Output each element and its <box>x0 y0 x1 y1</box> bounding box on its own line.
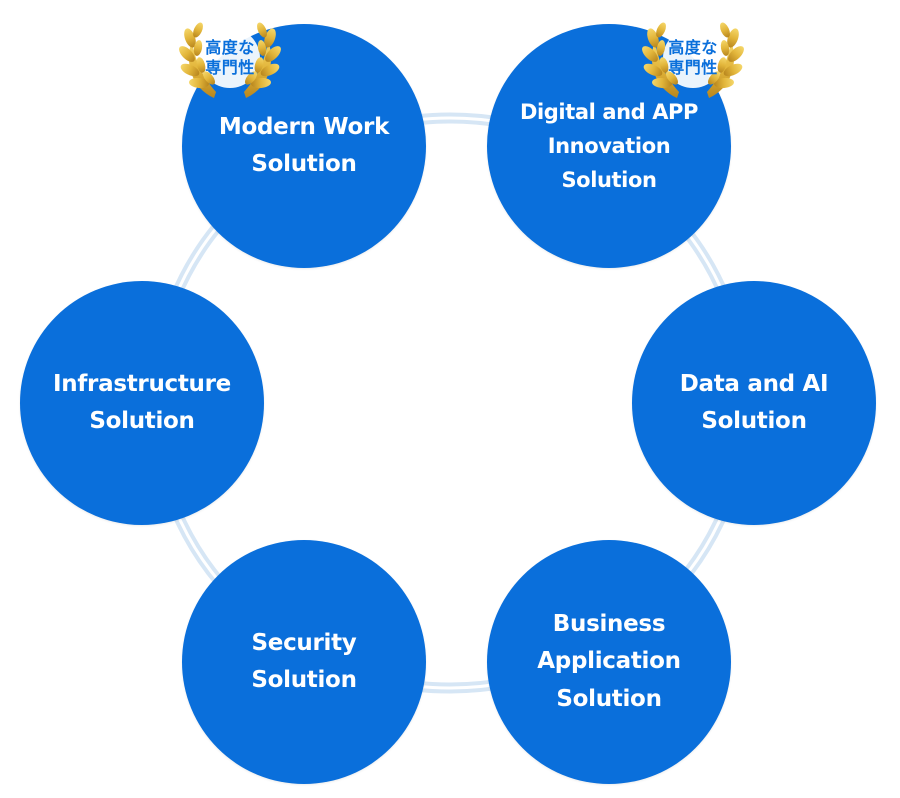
node-data-and-ai-solution: Data and AI Solution <box>632 281 876 525</box>
badge-text: 高度な 専門性 <box>637 38 749 78</box>
badge-line-1: 高度な <box>205 38 255 57</box>
node-modern-work-solution: Modern Work Solution <box>182 24 426 268</box>
node-label: Data and AI Solution <box>679 370 829 434</box>
node-label: Business Application Solution <box>537 611 681 712</box>
expertise-badge: 高度な 専門性 <box>637 8 749 104</box>
laurel-wreath-icon <box>642 22 744 98</box>
badge-line-2: 専門性 <box>668 58 718 77</box>
expertise-badge: 高度な 専門性 <box>174 8 286 104</box>
node-business-application-solution: Business Application Solution <box>487 540 731 784</box>
node-label: Modern Work Solution <box>218 113 390 177</box>
badge-text: 高度な 専門性 <box>174 38 286 78</box>
node-label: Digital and APP Innovation Solution <box>519 99 699 192</box>
badge-line-1: 高度な <box>668 38 718 57</box>
node-label: Infrastructure Solution <box>53 370 231 434</box>
laurel-wreath-icon <box>179 22 281 98</box>
badge-line-2: 専門性 <box>205 58 255 77</box>
node-infrastructure-solution: Infrastructure Solution <box>20 281 264 525</box>
node-security-solution: Security Solution <box>182 540 426 784</box>
node-label: Security Solution <box>251 629 357 693</box>
